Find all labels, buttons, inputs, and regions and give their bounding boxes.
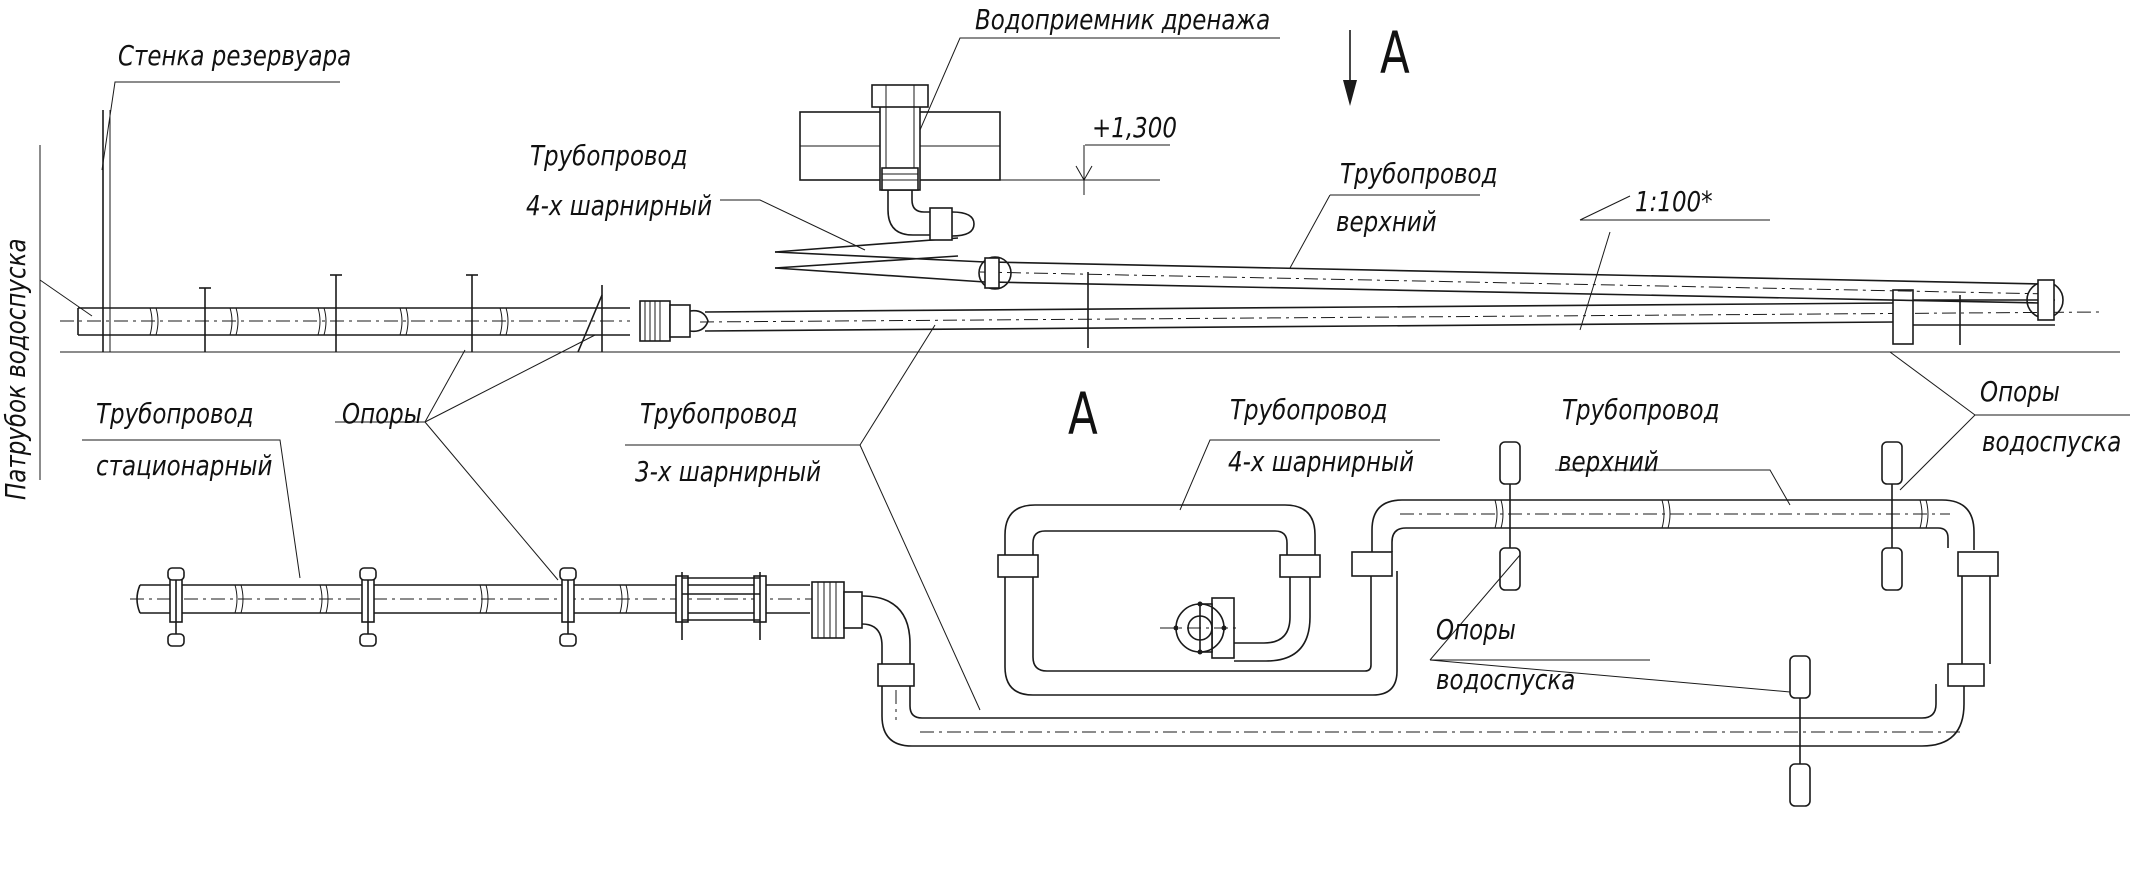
label-pipe-stationary-2: стационарный (96, 449, 273, 482)
stationary-pipe-plan (130, 584, 830, 614)
supports-elevation (199, 274, 603, 353)
label-supports: Опоры (342, 397, 422, 430)
label-drain-supports-right-1: Опоры (1980, 375, 2060, 408)
label-pipe-upper-elevation-1: Трубопровод (1340, 157, 1498, 190)
label-tank-wall: Стенка резервуара (118, 39, 352, 72)
label-pipe-upper-plan-1: Трубопровод (1562, 393, 1720, 426)
pipe-3-hinge-plan (861, 595, 1985, 747)
label-level-mark: +1,300 (1092, 111, 1177, 144)
slope-symbol (1579, 195, 1631, 221)
pipe-upper-plan (1351, 499, 1999, 664)
label-pipe-4-hinge-plan-2: 4-х шарнирный (1228, 445, 1415, 478)
label-view-a-title: A (1068, 380, 1098, 448)
label-drain-supports-right-2: водоспуска (1982, 425, 2122, 458)
drain-receiver (799, 84, 1001, 241)
label-pipe-4-hinge-elevation-2: 4-х шарнирный (526, 189, 713, 222)
label-slope: 1:100* (1635, 185, 1713, 218)
view-a-arrow-mark (1343, 30, 1357, 106)
label-branch-pipe: Патрубок водоспуска (0, 238, 32, 500)
swivel-joint-elevation (639, 300, 709, 342)
label-pipe-stationary-1: Трубопровод (96, 397, 254, 430)
label-drain-supports-plan-2: водоспуска (1436, 663, 1576, 696)
swivel-joint-plan (811, 581, 863, 639)
label-pipe-3-hinge-2: 3-х шарнирный (635, 455, 822, 488)
label-drain-receiver: Водоприемник дренажа (975, 3, 1271, 36)
pipe-4-hinge-plan (997, 504, 1398, 696)
plan-view-a (130, 441, 1999, 807)
stationary-pipe-elevation (60, 307, 630, 336)
label-pipe-upper-plan-2: верхний (1558, 445, 1659, 478)
pipe-3-hinge-elevation (699, 289, 2101, 345)
label-drain-supports-plan-1: Опоры (1436, 613, 1516, 646)
drain-supports-plan (1499, 441, 1903, 807)
leader-lines (39, 37, 2130, 711)
supports-plan (167, 567, 767, 647)
label-view-a-arrow: A (1380, 19, 1410, 87)
label-pipe-4-hinge-elevation-1: Трубопровод (530, 139, 688, 172)
label-pipe-4-hinge-plan-1: Трубопровод (1230, 393, 1388, 426)
elevation-view (60, 30, 2120, 353)
level-mark (1000, 145, 1160, 195)
label-pipe-3-hinge-1: Трубопровод (640, 397, 798, 430)
pipe-upper-elevation (979, 261, 2064, 348)
pipe-4-hinge-elevation (774, 237, 1012, 290)
label-pipe-upper-elevation-2: верхний (1336, 205, 1437, 238)
